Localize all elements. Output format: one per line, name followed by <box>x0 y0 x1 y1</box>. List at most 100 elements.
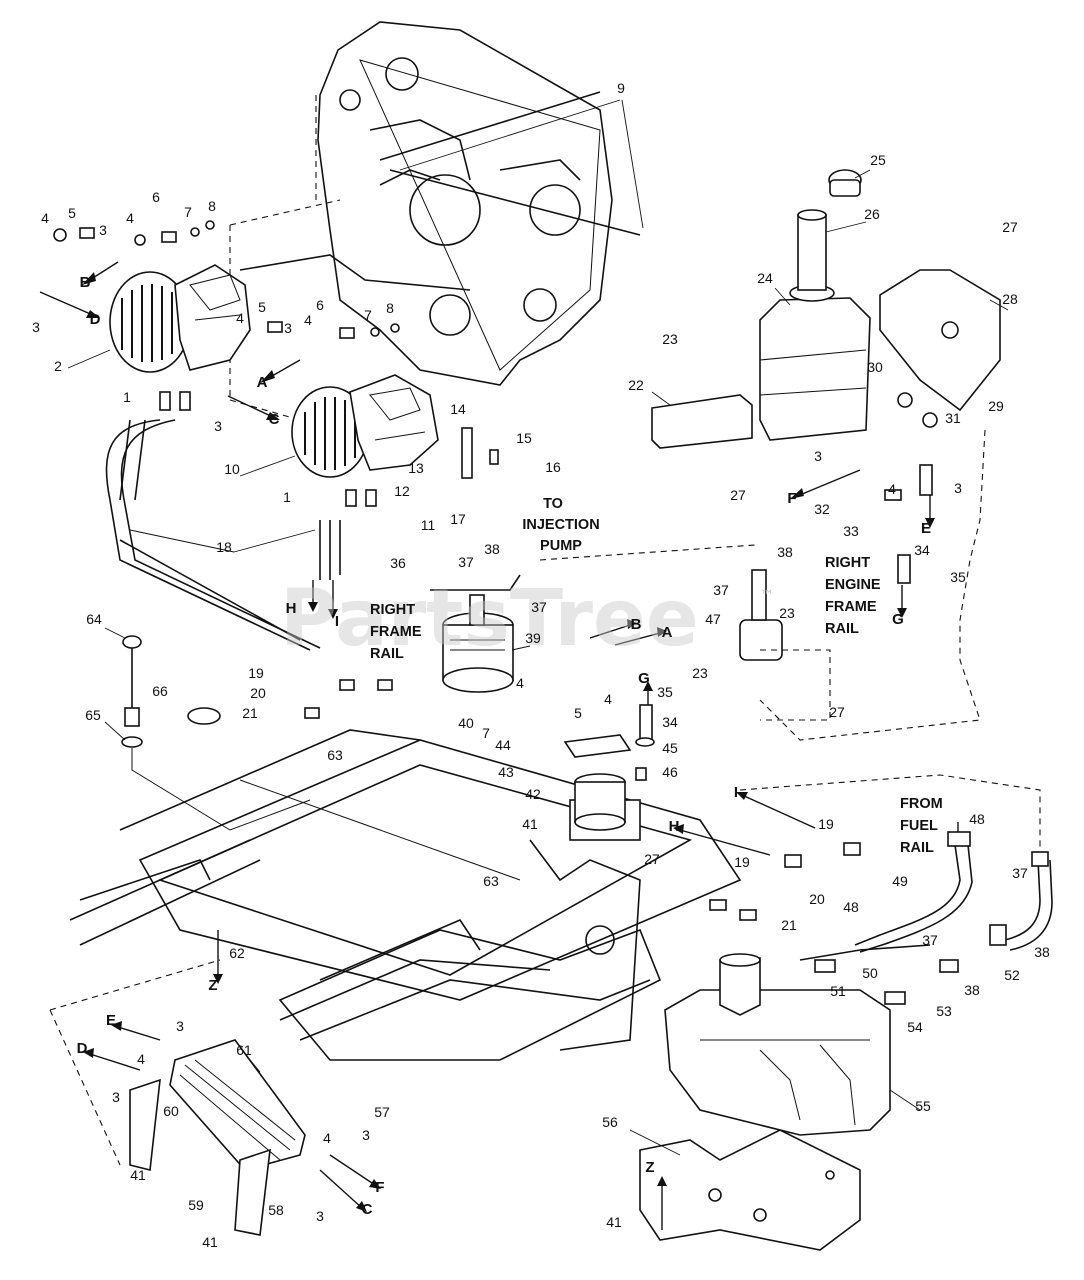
connection-letter: Z <box>645 1159 654 1176</box>
callout-number: 21 <box>781 917 797 933</box>
callout-number: 44 <box>495 737 511 753</box>
fittings <box>53 220 1049 1005</box>
callout-number: 41 <box>130 1167 146 1183</box>
connection-letter: H <box>286 600 297 617</box>
callout-number: 27 <box>1002 219 1018 235</box>
callout-number: 27 <box>730 487 746 503</box>
callout-number: 3 <box>32 319 40 335</box>
callout-number: 40 <box>458 715 474 731</box>
callout-number: 63 <box>327 747 343 763</box>
dipstick-64 <box>121 635 311 831</box>
label-line: RAIL <box>825 621 859 637</box>
callout-number: 20 <box>250 685 266 701</box>
callout-number: 23 <box>779 605 795 621</box>
connection-letter: F <box>375 1179 384 1196</box>
callout-number: 14 <box>450 401 466 417</box>
hydraulic-reservoir-24 <box>539 169 1001 741</box>
callout-number: 3 <box>99 222 107 238</box>
oil-cooler-61 <box>49 959 306 1236</box>
callout-number: 1 <box>123 389 131 405</box>
callout-number: 25 <box>870 152 886 168</box>
callout-number: 4 <box>516 675 524 691</box>
fuel-filter-42 <box>563 734 632 831</box>
callout-number: 52 <box>1004 967 1020 983</box>
callout-number: 8 <box>386 300 394 316</box>
callout-number: 36 <box>390 555 406 571</box>
callout-number: 45 <box>662 740 678 756</box>
callout-number: 61 <box>236 1042 252 1058</box>
callout-number: 41 <box>202 1234 218 1250</box>
callout-number: 4 <box>888 481 896 497</box>
callout-number: 46 <box>662 764 678 780</box>
callout-number: 1 <box>283 489 291 505</box>
callout-number: 4 <box>137 1051 145 1067</box>
callout-number: 38 <box>484 541 500 557</box>
callout-number: 48 <box>843 899 859 915</box>
callout-number: 22 <box>628 377 644 393</box>
callout-number: 4 <box>41 210 49 226</box>
callout-number: 17 <box>450 511 466 527</box>
fuel-tank-55 <box>664 953 891 1136</box>
callout-number: 64 <box>86 611 102 627</box>
callout-number: 42 <box>525 786 541 802</box>
callout-number: 38 <box>777 544 793 560</box>
callout-number: 3 <box>316 1208 324 1224</box>
callout-number: 3 <box>284 320 292 336</box>
callout-number: 4 <box>323 1130 331 1146</box>
callout-number: 6 <box>316 297 324 313</box>
callout-number: 51 <box>830 983 846 999</box>
flow-arrows <box>39 261 963 1230</box>
callout-number: 31 <box>945 410 961 426</box>
callout-number: 34 <box>662 714 678 730</box>
callout-number: 5 <box>68 205 76 221</box>
callout-number: 7 <box>364 307 372 323</box>
callout-number: 13 <box>408 460 424 476</box>
connection-letter: A <box>662 624 673 641</box>
callout-number: 24 <box>757 270 773 286</box>
callout-number: 23 <box>662 331 678 347</box>
callout-number: 65 <box>85 707 101 723</box>
cap-66 <box>187 707 221 725</box>
callout-number: 4 <box>304 312 312 328</box>
callout-number: 27 <box>829 704 845 720</box>
callout-number: 4 <box>604 691 612 707</box>
callout-number: 37 <box>1012 865 1028 881</box>
connection-letter: F <box>787 490 796 507</box>
callout-number: 35 <box>950 569 966 585</box>
callout-number: 59 <box>188 1197 204 1213</box>
callout-number: 37 <box>713 582 729 598</box>
connection-letter: B <box>631 616 642 633</box>
callout-number: 56 <box>602 1114 618 1130</box>
callout-number: 35 <box>657 684 673 700</box>
leader-lines <box>67 99 1009 1156</box>
connection-letter: I <box>335 613 339 630</box>
label-line: FRAME <box>370 624 422 640</box>
connection-letter: E <box>106 1012 116 1029</box>
callout-number: 21 <box>242 705 258 721</box>
connection-letter: G <box>638 670 650 687</box>
callout-number: 7 <box>482 725 490 741</box>
callout-number: 30 <box>867 359 883 375</box>
label-line: RIGHT <box>825 555 870 571</box>
callout-number: 8 <box>208 198 216 214</box>
callout-number: 2 <box>54 358 62 374</box>
callout-number: 29 <box>988 398 1004 414</box>
callout-number: 3 <box>954 480 962 496</box>
connection-letter: D <box>77 1040 88 1057</box>
callout-number: 48 <box>969 811 985 827</box>
callout-number: 34 <box>914 542 930 558</box>
callout-number: 57 <box>374 1104 390 1120</box>
label-line: RAIL <box>370 646 404 662</box>
connection-letter: A <box>257 374 268 391</box>
label-line: TO <box>543 496 563 512</box>
callout-number: 18 <box>216 539 232 555</box>
callout-number: 9 <box>617 80 625 96</box>
callout-number: 16 <box>545 459 561 475</box>
connection-letter: E <box>921 520 931 537</box>
callout-number: 33 <box>843 523 859 539</box>
callout-number: 37 <box>458 554 474 570</box>
label-line: PUMP <box>540 538 582 554</box>
